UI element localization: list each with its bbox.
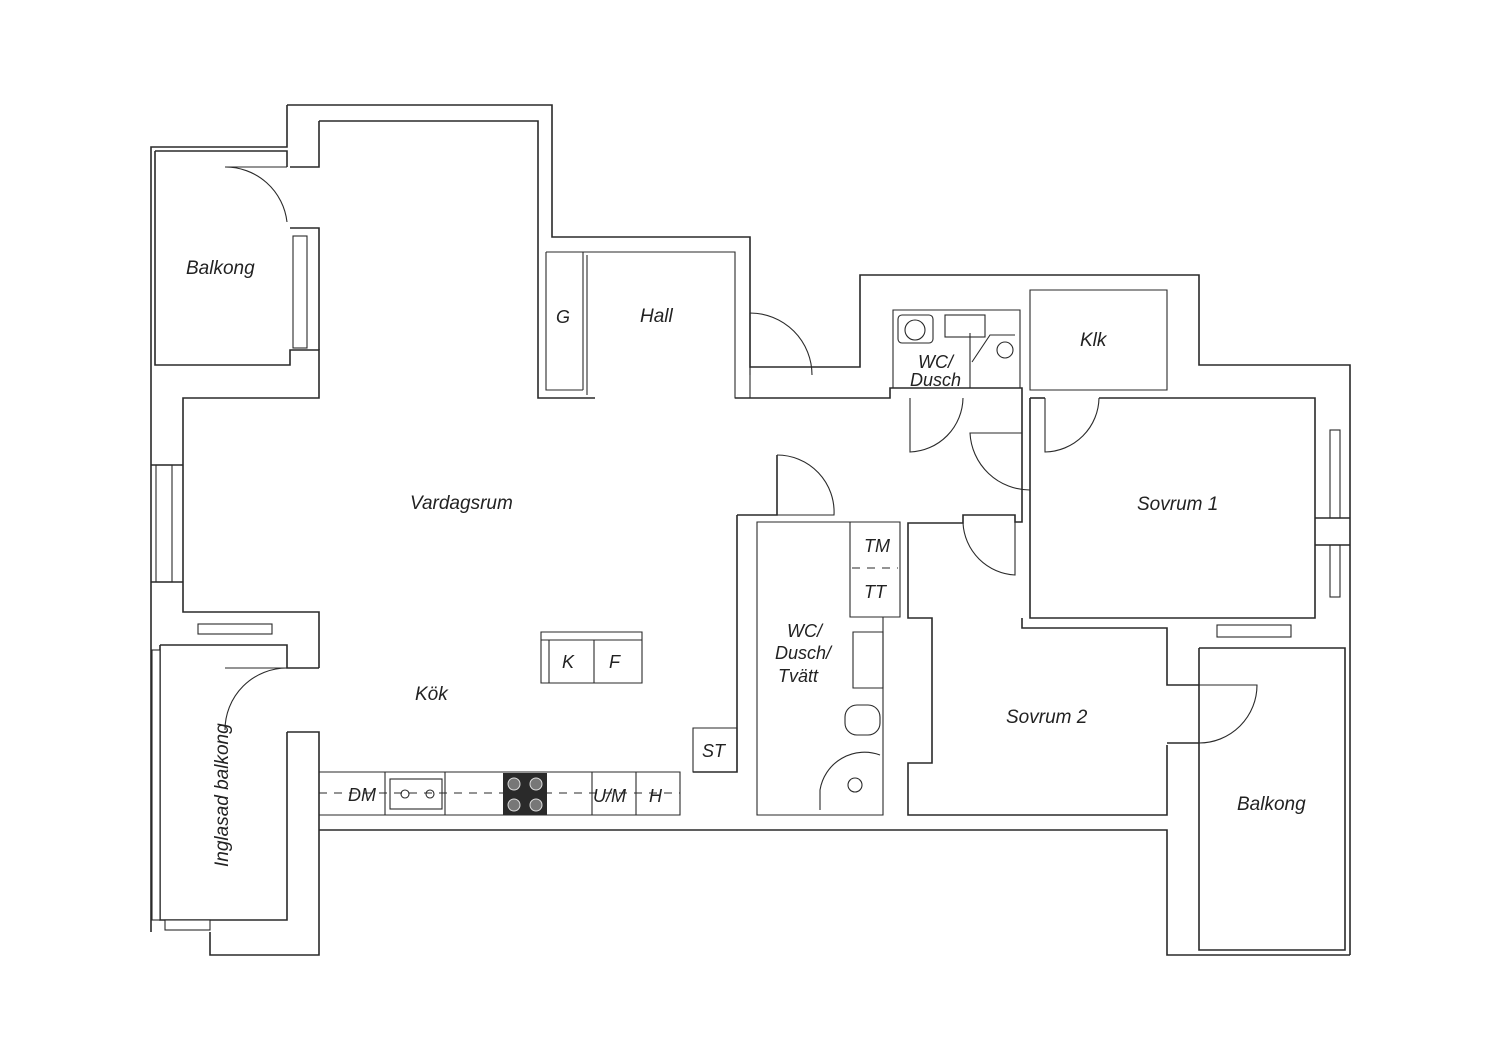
label-wc-dusch-1-line1: WC/ <box>918 352 955 372</box>
label-wc-dusch-1-line2: Dusch <box>910 370 961 390</box>
inglasad-balkong <box>151 623 320 931</box>
label-diskmaskin: DM <box>348 785 376 805</box>
label-frys: F <box>609 652 621 672</box>
label-vardagsrum: Vardagsrum <box>410 493 513 514</box>
label-sovrum-1: Sovrum 1 <box>1137 494 1218 515</box>
outer-walls <box>150 104 1351 956</box>
label-kok: Kök <box>415 684 449 705</box>
balkong-bottom-right <box>1167 647 1346 951</box>
balkong-top-left <box>154 150 320 668</box>
klk <box>1029 289 1316 619</box>
label-garderob: G <box>556 307 570 327</box>
label-wc-dusch-tvatt-line3: Tvätt <box>778 666 819 686</box>
label-wc-dusch-tvatt-line1: WC/ <box>787 621 824 641</box>
kitchen <box>319 631 738 816</box>
wc-dusch-1 <box>892 309 1021 453</box>
label-klk: Klk <box>1080 330 1108 351</box>
label-torktumlare: TT <box>864 582 888 602</box>
label-sovrum-2: Sovrum 2 <box>1006 707 1088 728</box>
label-ugn-micro: U/M <box>593 786 626 806</box>
label-kyl: K <box>562 652 575 672</box>
label-tvattmaskin: TM <box>864 536 890 556</box>
label-storage: ST <box>702 741 727 761</box>
label-hall: Hall <box>640 306 674 327</box>
label-wc-dusch-tvatt-line2: Dusch/ <box>775 643 833 663</box>
sovrum-1 <box>969 429 1350 638</box>
window-vardagsrum <box>155 464 173 583</box>
sovrum-2 <box>907 433 1199 816</box>
label-balkong-1: Balkong <box>186 258 255 279</box>
label-inglasad-balkong: Inglasad balkong <box>212 723 233 867</box>
hall-block <box>537 251 1023 433</box>
label-balkong-2: Balkong <box>1237 794 1306 815</box>
label-hog: H <box>649 786 663 806</box>
